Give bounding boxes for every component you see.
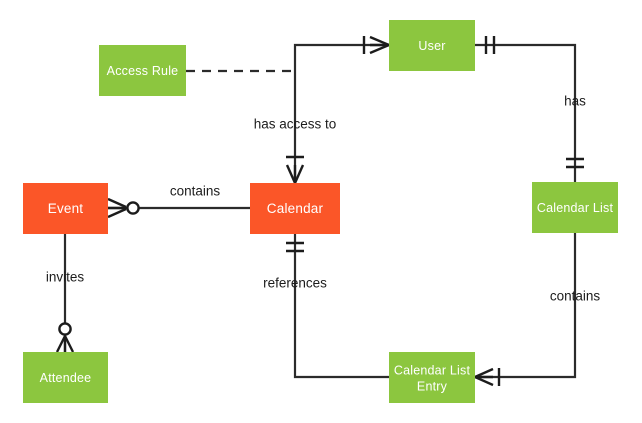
connector-calendar-list-contains-entry	[475, 233, 577, 379]
entity-calendar-list-entry-label-line2: Entry	[417, 379, 448, 393]
entity-user-label: User	[418, 39, 445, 53]
entity-calendar-list-label: Calendar List	[537, 201, 614, 215]
entity-event-label: Event	[48, 201, 84, 216]
connector-user-has-calendar-list	[475, 43, 577, 182]
relationship-label-contains-event: contains	[170, 184, 221, 199]
entity-calendar-list-box[interactable]	[532, 182, 618, 233]
entity-access-rule[interactable]: Access Rule	[99, 45, 186, 96]
entity-calendar-list-entry[interactable]: Calendar List Entry	[389, 352, 475, 403]
entity-user-box[interactable]	[389, 20, 475, 71]
entity-user[interactable]: User	[389, 20, 475, 71]
marker-calendar-top-one-to-many	[285, 155, 305, 184]
relationship-label-references: references	[263, 276, 327, 291]
entity-attendee-box[interactable]	[23, 352, 108, 403]
marker-calendar-list-entry-right-one-to-many	[474, 367, 501, 387]
marker-event-right-zero-or-many	[107, 197, 140, 219]
entity-attendee-label: Attendee	[40, 371, 92, 385]
entity-event[interactable]: Event	[23, 183, 108, 234]
entity-access-rule-box[interactable]	[99, 45, 186, 96]
entity-calendar-box[interactable]	[250, 183, 340, 234]
connector-calendar-references-entry	[293, 234, 389, 379]
relationship-label-has-access-to: has access to	[254, 117, 337, 132]
marker-calendar-bottom-exactly-one	[286, 241, 304, 253]
relationship-label-invites: invites	[46, 270, 85, 285]
entity-calendar-list-entry-box[interactable]	[389, 352, 475, 403]
entity-calendar-list-entry-label-line1: Calendar List	[394, 363, 471, 377]
entity-event-box[interactable]	[23, 183, 108, 234]
marker-user-left-one-to-many	[362, 35, 390, 55]
marker-calendar-list-top-exactly-one	[566, 157, 584, 169]
entity-access-rule-label: Access Rule	[107, 64, 179, 78]
connector-user-has-access-to-calendar	[293, 43, 389, 183]
entity-calendar[interactable]: Calendar	[250, 183, 340, 234]
marker-user-right-exactly-one	[484, 36, 496, 54]
entity-calendar-list[interactable]: Calendar List	[532, 182, 618, 233]
relationship-label-has: has	[564, 94, 586, 109]
marker-attendee-top-zero-or-many	[55, 322, 75, 353]
entity-calendar-label: Calendar	[267, 201, 324, 216]
relationship-label-contains-entry: contains	[550, 289, 601, 304]
entity-attendee[interactable]: Attendee	[23, 352, 108, 403]
